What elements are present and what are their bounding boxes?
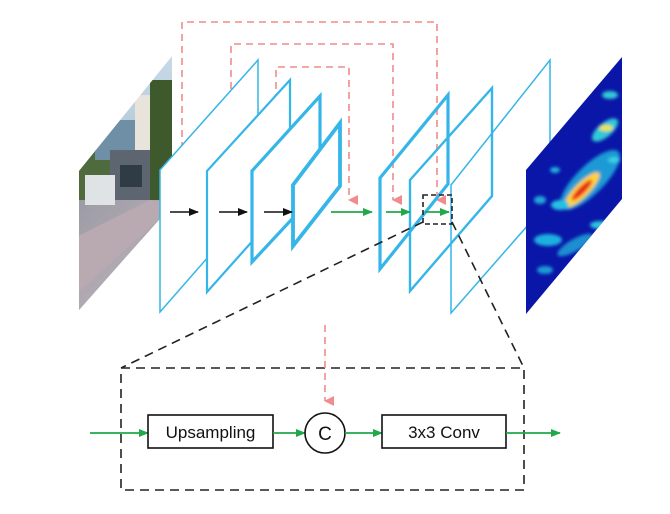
decoder-map-1 bbox=[378, 90, 450, 274]
decoder-map-2 bbox=[408, 84, 494, 295]
upsampling-block-detail: Upsampling C 3x3 Conv bbox=[90, 325, 561, 454]
zoom-region-box bbox=[422, 194, 453, 225]
decoder-feature-maps bbox=[378, 57, 551, 315]
output-heatmap bbox=[526, 57, 622, 314]
conv-box bbox=[381, 414, 507, 449]
detail-panel bbox=[120, 367, 525, 491]
concat-label: C bbox=[318, 424, 332, 445]
skip-connections bbox=[181, 21, 446, 209]
conv-label: 3x3 Conv bbox=[408, 423, 480, 442]
zoom-indicator bbox=[120, 194, 525, 491]
upsampling-box bbox=[147, 414, 274, 449]
upsampling-label: Upsampling bbox=[166, 423, 256, 442]
zoom-line-right bbox=[451, 221, 525, 369]
skip-connection-middle bbox=[230, 43, 402, 209]
encoder-map-4 bbox=[291, 117, 342, 252]
skip-connection-outer bbox=[181, 21, 446, 209]
encoder-feature-maps bbox=[159, 58, 342, 314]
skip-connection-inner bbox=[275, 66, 358, 209]
zoom-line-left bbox=[120, 221, 424, 369]
